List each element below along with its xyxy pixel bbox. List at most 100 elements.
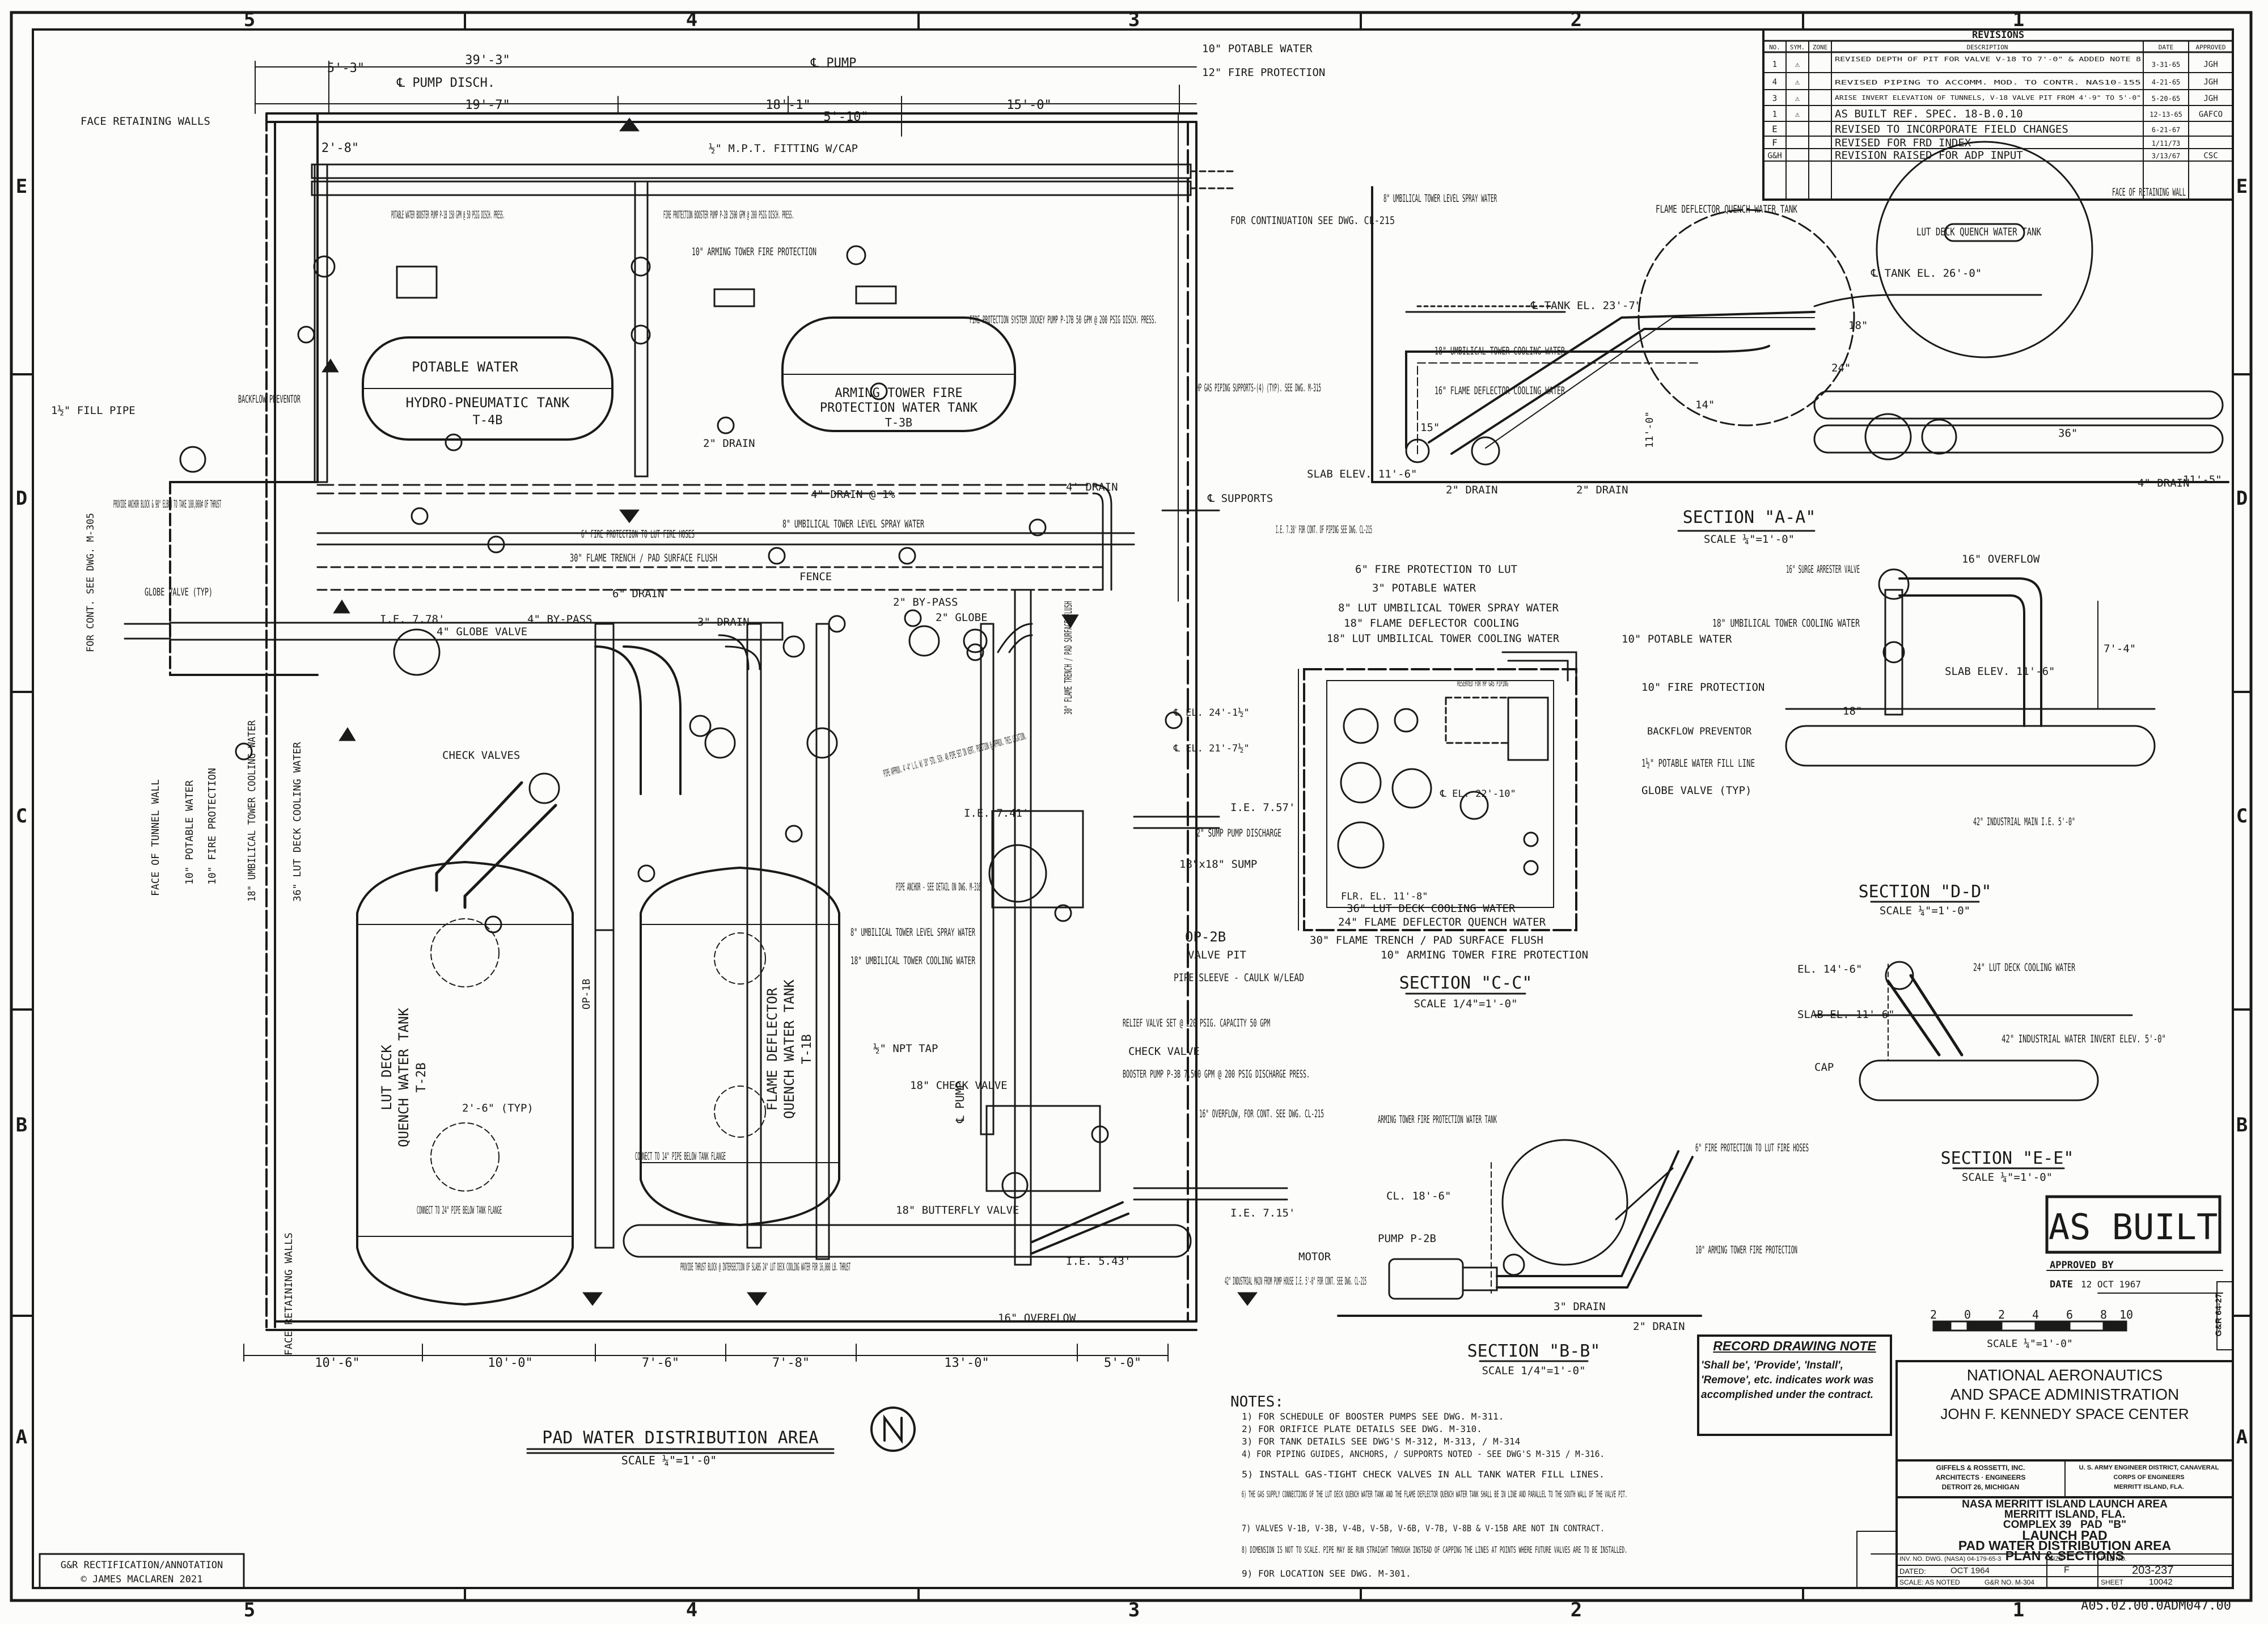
rev-header-no: NO. <box>1769 44 1780 51</box>
graphic-scale-text: 2 0 2 4 6 8 10 SCALE ¼"=1'-0" <box>1930 1308 2133 1350</box>
title-dated-label: DATED: <box>1899 1567 1926 1576</box>
label-hp-gas-piping: HP GAS PIPING SUPPORTS-(4) (TYP). SEE DW… <box>1196 382 1321 394</box>
label-globe-valve-4in: 4" GLOBE VALVE <box>437 626 527 638</box>
section-ee-text: EL. 14'-6" 24" LUT DECK COOLING WATER SL… <box>1797 961 2166 1184</box>
note-2: 2) FOR ORIFICE PLATE DETAILS SEE DWG. M-… <box>1242 1424 1482 1434</box>
label-2-6-typ: 2'-6" (TYP) <box>462 1102 534 1114</box>
plan-title: PAD WATER DISTRIBUTION AREA <box>542 1428 819 1448</box>
label-relief-valve: RELIEF VALVE SET @ 220 PSIG. CAPACITY 50… <box>1123 1017 1270 1029</box>
pipe-vertical-30in-trench <box>1014 589 1032 1266</box>
aa-label-tank-el-26: ℄ TANK EL. 26'-0" <box>1871 267 1982 280</box>
grid-row-d-left: D <box>16 487 27 510</box>
title-corps: U. S. ARMY ENGINEER DISTRICT, CANAVERAL … <box>2067 1463 2231 1492</box>
rev-row-6-desc: REVISED FOR FRD INDEX <box>1835 137 1971 149</box>
title-size-label: SIZE <box>2049 1556 2063 1562</box>
pipe-riser-mid <box>634 180 649 478</box>
label-potable-10in-vert: 10" POTABLE WATER <box>184 780 196 885</box>
cc-label-2: 8" LUT UMBILICAL TOWER SPRAY WATER <box>1338 602 1559 614</box>
section-bb-title: SECTION "B-B" <box>1467 1341 1601 1361</box>
aa-label-face-wall: FACE OF RETAINING WALL <box>2112 186 2186 199</box>
tank-arming-label: ARMING TOWER FIRE <box>835 386 962 400</box>
cc-label-9: 1½" POTABLE WATER FILL LINE <box>1641 757 1755 770</box>
notes-title: NOTES: <box>1230 1393 1284 1410</box>
label-overflow-16in: 16" OVERFLOW, FOR CONT. SEE DWG. CL-215 <box>1199 1108 1324 1120</box>
dim-19-7: 19'-7" <box>465 98 510 112</box>
label-ie-778: I.E. 7.78' <box>380 613 445 626</box>
title-corps-2: CORPS OF ENGINEERS <box>2113 1474 2185 1481</box>
label-ie-715: I.E. 7.15' <box>1230 1207 1295 1219</box>
rev-row-1-no: 1 <box>1772 60 1777 69</box>
cc-label-11: 36" LUT DECK COOLING WATER <box>1347 902 1516 915</box>
note-1: 1) FOR SCHEDULE OF BOOSTER PUMPS SEE DWG… <box>1242 1411 1504 1422</box>
title-project-line-3: COMPLEX 39 PAD "B" <box>1897 1519 2233 1531</box>
cc-label-16: ℄ EL. 24'-1½" <box>1173 707 1250 719</box>
pipe-fire-12in <box>311 180 1192 196</box>
label-fire-to-lut: 6" FIRE PROTECTION TO LUT FIRE HOSES <box>581 528 695 540</box>
aa-label-18in: 18" <box>1848 319 1868 332</box>
rev-header-description: DESCRIPTION <box>1967 44 2008 51</box>
grid-row-d-right: D <box>2236 487 2248 510</box>
cc-label-14: 10" ARMING TOWER FIRE PROTECTION <box>1381 949 1588 961</box>
title-complex: COMPLEX 39 <box>2003 1519 2072 1531</box>
title-sheet-label: SHEET <box>2101 1578 2124 1586</box>
label-face-retaining-walls-b: FACE RETAINING WALLS <box>283 1232 295 1355</box>
aa-label-drain-2in-b: 2" DRAIN <box>1576 484 1628 496</box>
title-pad-id: "B" <box>2108 1519 2127 1531</box>
label-mpt-fitting: ½" M.P.T. FITTING W/CAP <box>709 142 858 155</box>
section-cc-title: SECTION "C-C" <box>1399 973 1533 993</box>
north-arrow-circle <box>870 1407 916 1452</box>
pump-p1b-symbol <box>313 255 336 278</box>
rev-row-1-date: 3-31-65 <box>2152 61 2181 69</box>
backflow-preventor-symbol <box>179 446 206 473</box>
label-pump-centerline-vert: ℄ PUMP <box>953 1082 967 1124</box>
label-lut-deck-cooling-vert: 36" LUT DECK COOLING WATER <box>291 742 303 902</box>
cc-label-7: RESERVED FOR HP GAS PIPING <box>1457 678 1508 689</box>
label-flame-trench-vert: 30" FLAME TRENCH / PAD SURFACE FLUSH <box>1063 601 1074 715</box>
label-bypass-2in: 2" BY-PASS <box>893 596 958 609</box>
label-sump: 18"x18" SUMP <box>1179 858 1257 871</box>
rev-row-4-no: 1 <box>1772 110 1777 119</box>
section-aa-scale: SCALE ¼"=1'-0" <box>1704 533 1795 546</box>
label-potable-10in-top: 10" POTABLE WATER <box>1202 43 1313 55</box>
dim-15-0: 15'-0" <box>1006 98 1051 112</box>
rev-header-zone: ZONE <box>1813 44 1828 51</box>
label-flame-trench-30in: 30" FLAME TRENCH / PAD SURFACE FLUSH <box>570 552 717 564</box>
rev-row-2-date: 4-21-65 <box>2152 78 2181 86</box>
section-aa-drawing <box>1371 141 2229 483</box>
title-file-no: 203-237 <box>2132 1564 2174 1577</box>
rev-row-2-sym: ⚠ <box>1795 78 1800 87</box>
grid-col-3-bottom: 3 <box>1128 1599 1140 1621</box>
title-side-tab: G&R 64-27 <box>2214 1293 2224 1337</box>
rev-row-4-sym: ⚠ <box>1795 110 1800 119</box>
section-cc-drawing <box>1298 651 1577 931</box>
cc-label-12: 24" FLAME DEFLECTOR QUENCH WATER <box>1338 916 1546 928</box>
aa-label-tank-el-23: ℄ TANK EL. 23'-7" <box>1530 299 1641 312</box>
revisions-text: REVISIONS NO. SYM. ZONE DESCRIPTION DATE… <box>1767 29 2225 162</box>
bb-label-4: 6" FIRE PROTECTION TO LUT FIRE HOSES <box>1695 1142 1809 1154</box>
aa-label-14in: 14" <box>1695 399 1715 411</box>
rev-row-4-date: 12-13-65 <box>2149 111 2182 119</box>
grid-col-5-bottom: 5 <box>244 1599 255 1621</box>
scale-tick-6: 10 <box>2119 1308 2133 1321</box>
as-built-stamp: AS BUILT <box>2049 1206 2218 1248</box>
title-project: NASA MERRITT ISLAND LAUNCH AREA MERRITT … <box>1897 1499 2233 1562</box>
rev-row-3-appr: JGH <box>2203 94 2218 103</box>
section-ee-title: SECTION "E-E" <box>1941 1148 2074 1168</box>
bb-label-6: 3" DRAIN <box>1554 1300 1606 1313</box>
grid-row-c-right: C <box>2236 805 2248 827</box>
cc-label-6: 10" FIRE PROTECTION <box>1641 681 1765 694</box>
label-industrial-main: 42" INDUSTRIAL MAIN FROM PUMP HOUSE I.E.… <box>1225 1275 1366 1287</box>
scale-tick-1: 0 <box>1964 1308 1971 1321</box>
label-valve-pit: VALVE PIT <box>1188 949 1246 961</box>
label-umbilical-spray-8in: 8" UMBILICAL TOWER LEVEL SPRAY WATER <box>850 926 975 939</box>
bb-label-1: CL. 18'-6" <box>1386 1190 1451 1202</box>
rev-row-4-appr: GAFCO <box>2199 110 2223 119</box>
label-fire-12in-top: 12" FIRE PROTECTION <box>1202 66 1325 79</box>
revisions-block <box>1762 28 2234 201</box>
dd-label-4: 42" INDUSTRIAL MAIN I.E. 5'-0" <box>1973 816 2075 828</box>
label-connect-14in: CONNECT TO 14" PIPE BELOW TANK FLANGE <box>635 1150 726 1163</box>
label-drain-4in-slope: 4" DRAIN @ 1% <box>811 488 895 501</box>
label-bypass-4in: 4" BY-PASS <box>527 613 592 626</box>
pump-disch-centerline: ℄ PUMP DISCH. <box>396 76 495 90</box>
ee-industrial-water <box>1859 1059 2099 1101</box>
